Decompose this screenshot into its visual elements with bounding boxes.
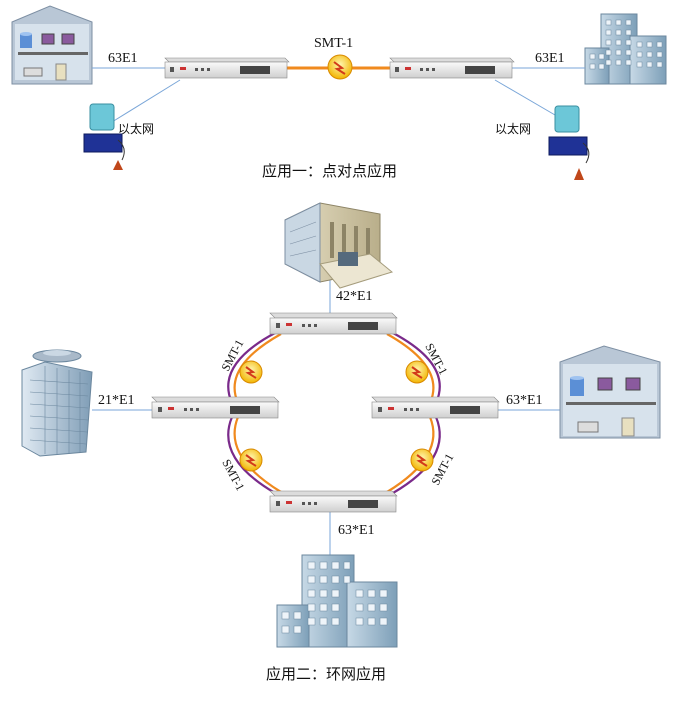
top-left-device bbox=[164, 57, 290, 79]
ring-top-device bbox=[269, 312, 398, 335]
top-right-ethernet-label: 以太网 bbox=[495, 121, 531, 136]
left-ethernet-pc bbox=[83, 103, 125, 170]
ring-fiber-icon-top-left bbox=[239, 360, 263, 384]
left-office-building bbox=[11, 5, 93, 85]
ring-right-link-label: 63*E1 bbox=[506, 393, 543, 408]
ring-top-hq-building bbox=[284, 202, 394, 289]
ring-right-office-building bbox=[559, 345, 661, 439]
ring-left-device bbox=[151, 396, 280, 419]
caption-point-to-point: 应用一：点对点应用 bbox=[262, 162, 397, 180]
ring-bottom-device bbox=[269, 490, 398, 513]
top-fiber-icon bbox=[327, 54, 353, 80]
ring-left-tower-building bbox=[21, 349, 93, 457]
ring-fiber-icon-bottom-right bbox=[410, 448, 434, 472]
caption-ring: 应用二：环网应用 bbox=[266, 665, 386, 683]
ring-fiber-icon-top-right bbox=[405, 360, 429, 384]
ring-bottom-building bbox=[276, 554, 398, 648]
top-right-link-label: 63E1 bbox=[535, 51, 565, 66]
top-left-link-label: 63E1 bbox=[108, 51, 138, 66]
right-tall-building bbox=[584, 13, 667, 85]
top-right-device bbox=[389, 57, 515, 79]
ring-fiber-icon-bottom-left bbox=[239, 448, 263, 472]
top-fiber-label: SMT-1 bbox=[314, 36, 353, 51]
ring-right-device bbox=[371, 396, 500, 419]
top-left-ethernet-label: 以太网 bbox=[118, 121, 154, 136]
ring-top-link-label: 42*E1 bbox=[336, 289, 373, 304]
left-ethernet-line bbox=[111, 79, 181, 123]
right-ethernet-pc bbox=[548, 105, 590, 180]
ring-bottom-link-label: 63*E1 bbox=[338, 523, 375, 538]
ring-left-link-label: 21*E1 bbox=[98, 393, 135, 408]
